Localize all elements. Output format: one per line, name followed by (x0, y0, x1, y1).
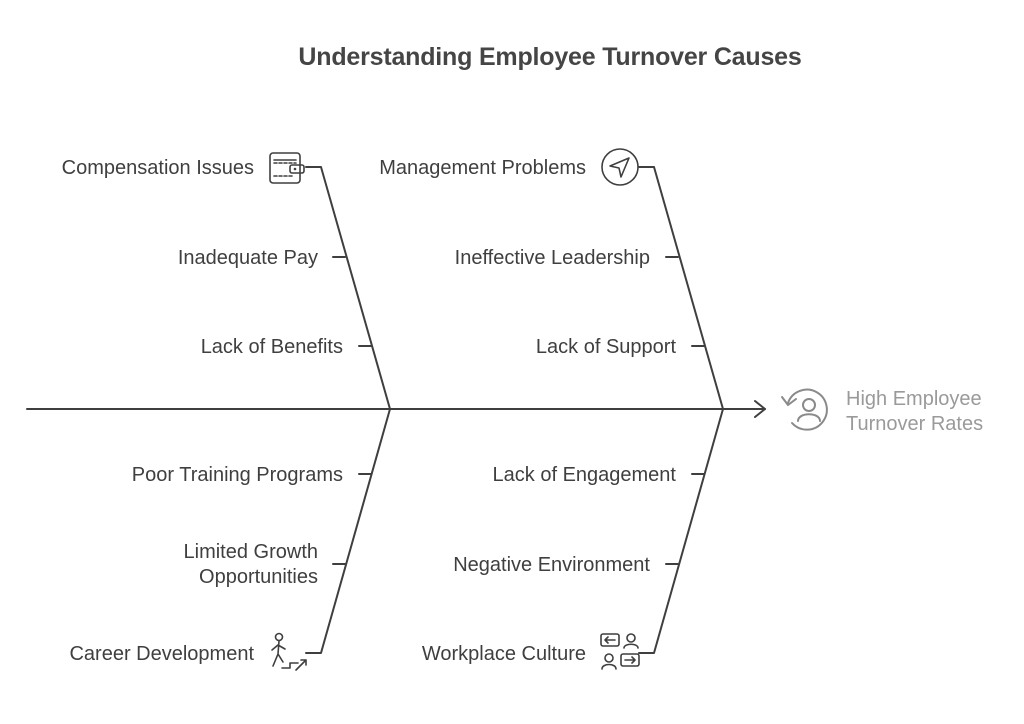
category-culture-label: Workplace Culture (422, 643, 586, 665)
bone-compensation (305, 166, 391, 410)
rotating-person-icon (781, 388, 828, 431)
wallet-icon (269, 152, 305, 184)
bone-culture (638, 408, 724, 654)
cause-lack-of-benefits: Lack of Benefits (201, 336, 343, 358)
navigation-arrow-icon (601, 148, 639, 186)
diagram-title: Understanding Employee Turnover Causes (298, 43, 802, 71)
cause-inadequate-pay: Inadequate Pay (178, 247, 318, 269)
bone-management (638, 166, 724, 410)
person-climbing-stairs-icon (271, 632, 307, 671)
category-management-label: Management Problems (379, 157, 586, 179)
cause-negative-environment: Negative Environment (453, 554, 650, 576)
cause-lack-of-engagement: Lack of Engagement (493, 464, 677, 486)
category-compensation-label: Compensation Issues (62, 157, 254, 179)
category-career-label: Career Development (69, 643, 254, 665)
cause-limited-growth-line2: Opportunities (199, 566, 318, 588)
cause-lack-of-support: Lack of Support (536, 336, 677, 358)
bone-career (305, 408, 391, 654)
effect-label-line2: Turnover Rates (846, 413, 983, 435)
effect-label-line1: High Employee (846, 388, 982, 410)
cause-limited-growth-line1: Limited Growth (184, 541, 319, 563)
cause-ineffective-leadership: Ineffective Leadership (455, 247, 650, 269)
people-exchange-icon (600, 633, 640, 670)
spine-arrowhead (754, 400, 766, 418)
cause-poor-training-programs: Poor Training Programs (132, 464, 343, 486)
